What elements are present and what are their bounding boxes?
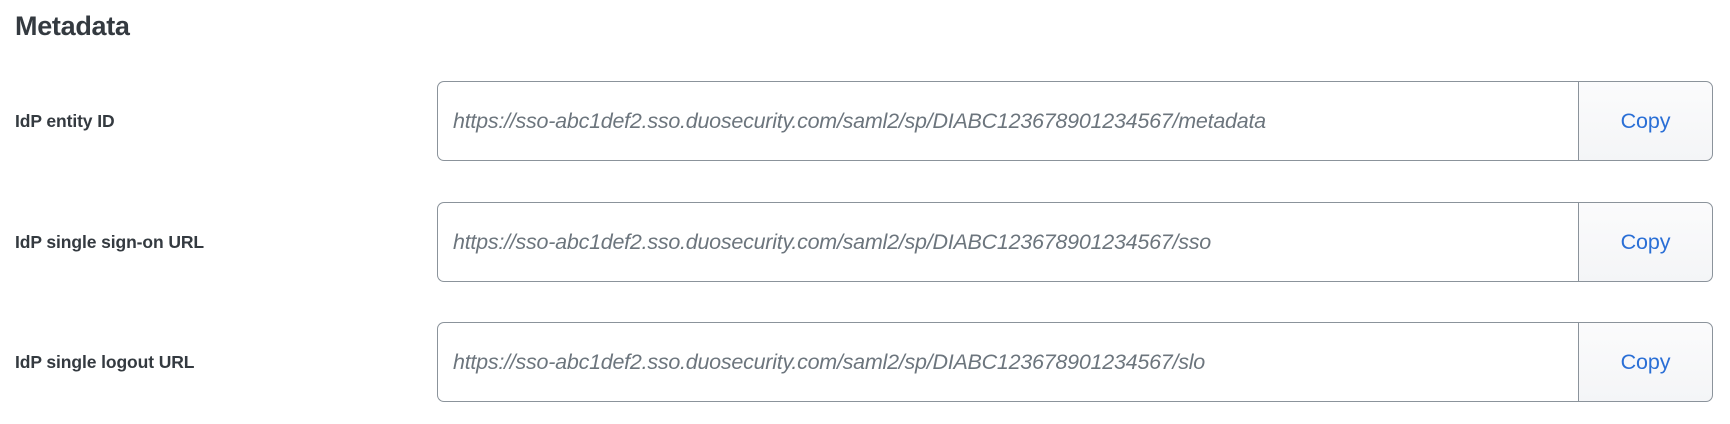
idp-single-logout-url-input[interactable]: https://sso-abc1def2.sso.duosecurity.com…	[437, 322, 1578, 402]
copy-button-idp-entity-id[interactable]: Copy	[1578, 81, 1713, 161]
field-row-idp-single-logout-url: IdP single logout URL https://sso-abc1de…	[0, 322, 1730, 402]
field-label-idp-single-sign-on-url: IdP single sign-on URL	[15, 231, 205, 252]
input-group-idp-single-sign-on-url: https://sso-abc1def2.sso.duosecurity.com…	[437, 202, 1713, 282]
idp-single-sign-on-url-input[interactable]: https://sso-abc1def2.sso.duosecurity.com…	[437, 202, 1578, 282]
input-group-idp-entity-id: https://sso-abc1def2.sso.duosecurity.com…	[437, 81, 1713, 161]
field-row-idp-entity-id: IdP entity ID https://sso-abc1def2.sso.d…	[0, 81, 1730, 161]
idp-single-logout-url-value: https://sso-abc1def2.sso.duosecurity.com…	[453, 349, 1205, 374]
copy-button-idp-single-sign-on-url[interactable]: Copy	[1578, 202, 1713, 282]
field-row-idp-single-sign-on-url: IdP single sign-on URL https://sso-abc1d…	[0, 202, 1730, 282]
idp-entity-id-input[interactable]: https://sso-abc1def2.sso.duosecurity.com…	[437, 81, 1578, 161]
input-group-idp-single-logout-url: https://sso-abc1def2.sso.duosecurity.com…	[437, 322, 1713, 402]
field-label-idp-entity-id: IdP entity ID	[15, 110, 115, 131]
copy-button-idp-single-logout-url[interactable]: Copy	[1578, 322, 1713, 402]
idp-single-sign-on-url-value: https://sso-abc1def2.sso.duosecurity.com…	[453, 229, 1211, 254]
idp-entity-id-value: https://sso-abc1def2.sso.duosecurity.com…	[453, 108, 1266, 133]
page-title: Metadata	[15, 11, 130, 41]
field-label-idp-single-logout-url: IdP single logout URL	[15, 351, 195, 372]
